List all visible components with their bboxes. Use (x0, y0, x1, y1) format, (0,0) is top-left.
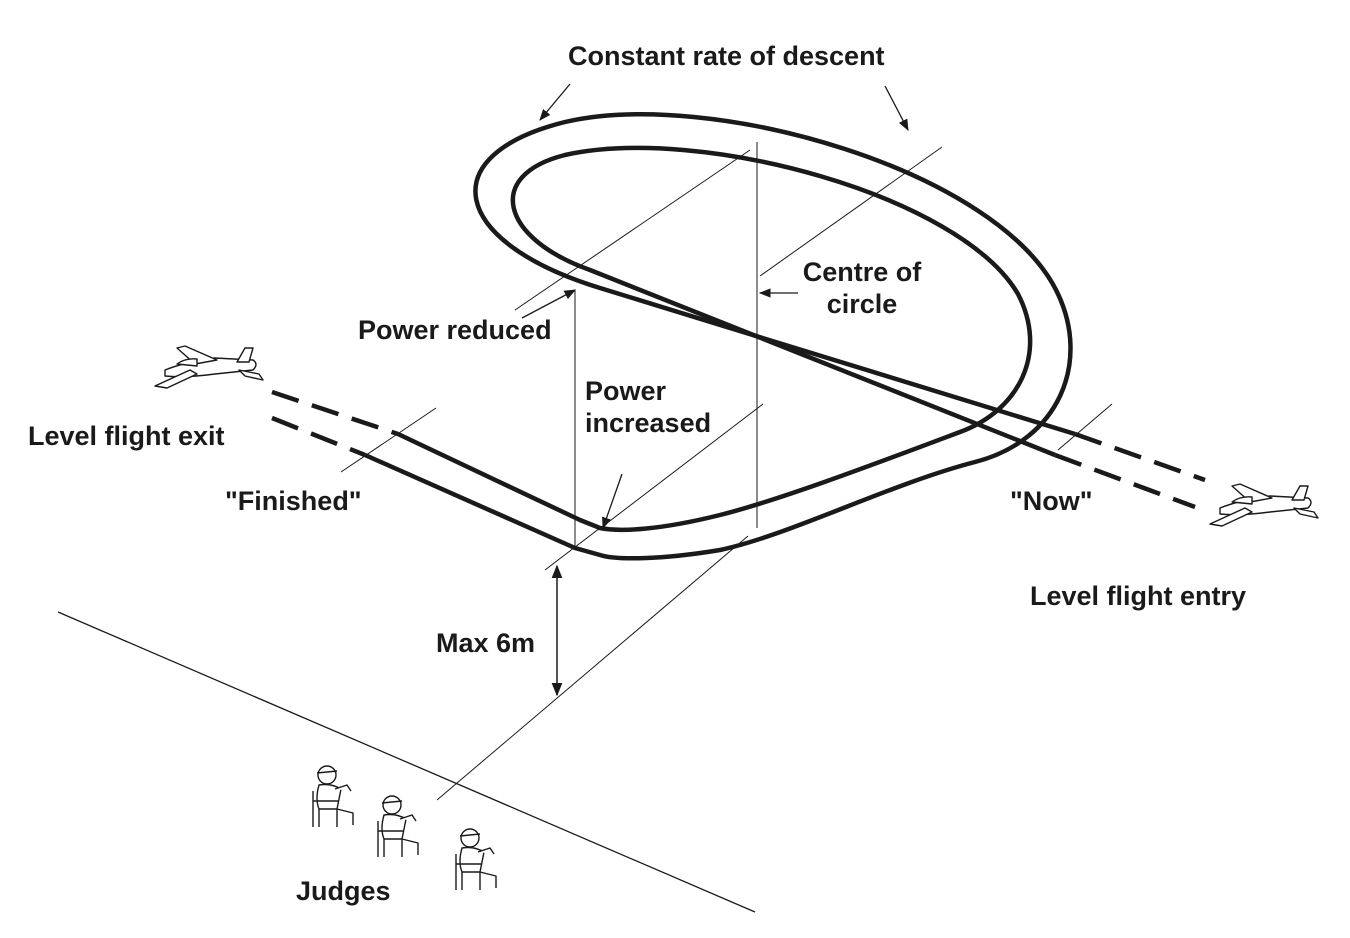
label-centre-of-circle: Centre of circle (792, 256, 932, 320)
label-centre-line2: circle (826, 289, 898, 319)
label-judges: Judges (296, 876, 391, 906)
label-max-height: Max 6m (436, 628, 536, 658)
level-flight-dashes (271, 389, 1206, 510)
label-level-flight-exit: Level flight exit (28, 421, 225, 451)
judge-icon (312, 765, 354, 827)
label-level-flight-entry: Level flight entry (1030, 581, 1247, 611)
airplane-icon (1209, 483, 1319, 527)
label-power-increased-line2: increased (585, 408, 712, 438)
label-centre-line1: Centre of (802, 257, 922, 287)
label-finished: "Finished" (225, 486, 362, 516)
label-power-reduced: Power reduced (358, 315, 552, 345)
flight-path-inner (397, 145, 1056, 533)
label-constant-descent: Constant rate of descent (568, 41, 885, 71)
construction-lines (340, 142, 1113, 801)
label-power-increased: Power increased (585, 375, 711, 439)
label-power-increased-line1: Power (585, 376, 667, 406)
ground-line (57, 611, 756, 913)
pointer-arrows (521, 83, 909, 530)
airplane-icon (154, 345, 264, 389)
judge-icon (377, 795, 419, 857)
flight-path-outer (364, 112, 1076, 561)
judge-icon (455, 828, 497, 890)
label-now: "Now" (1010, 486, 1093, 516)
